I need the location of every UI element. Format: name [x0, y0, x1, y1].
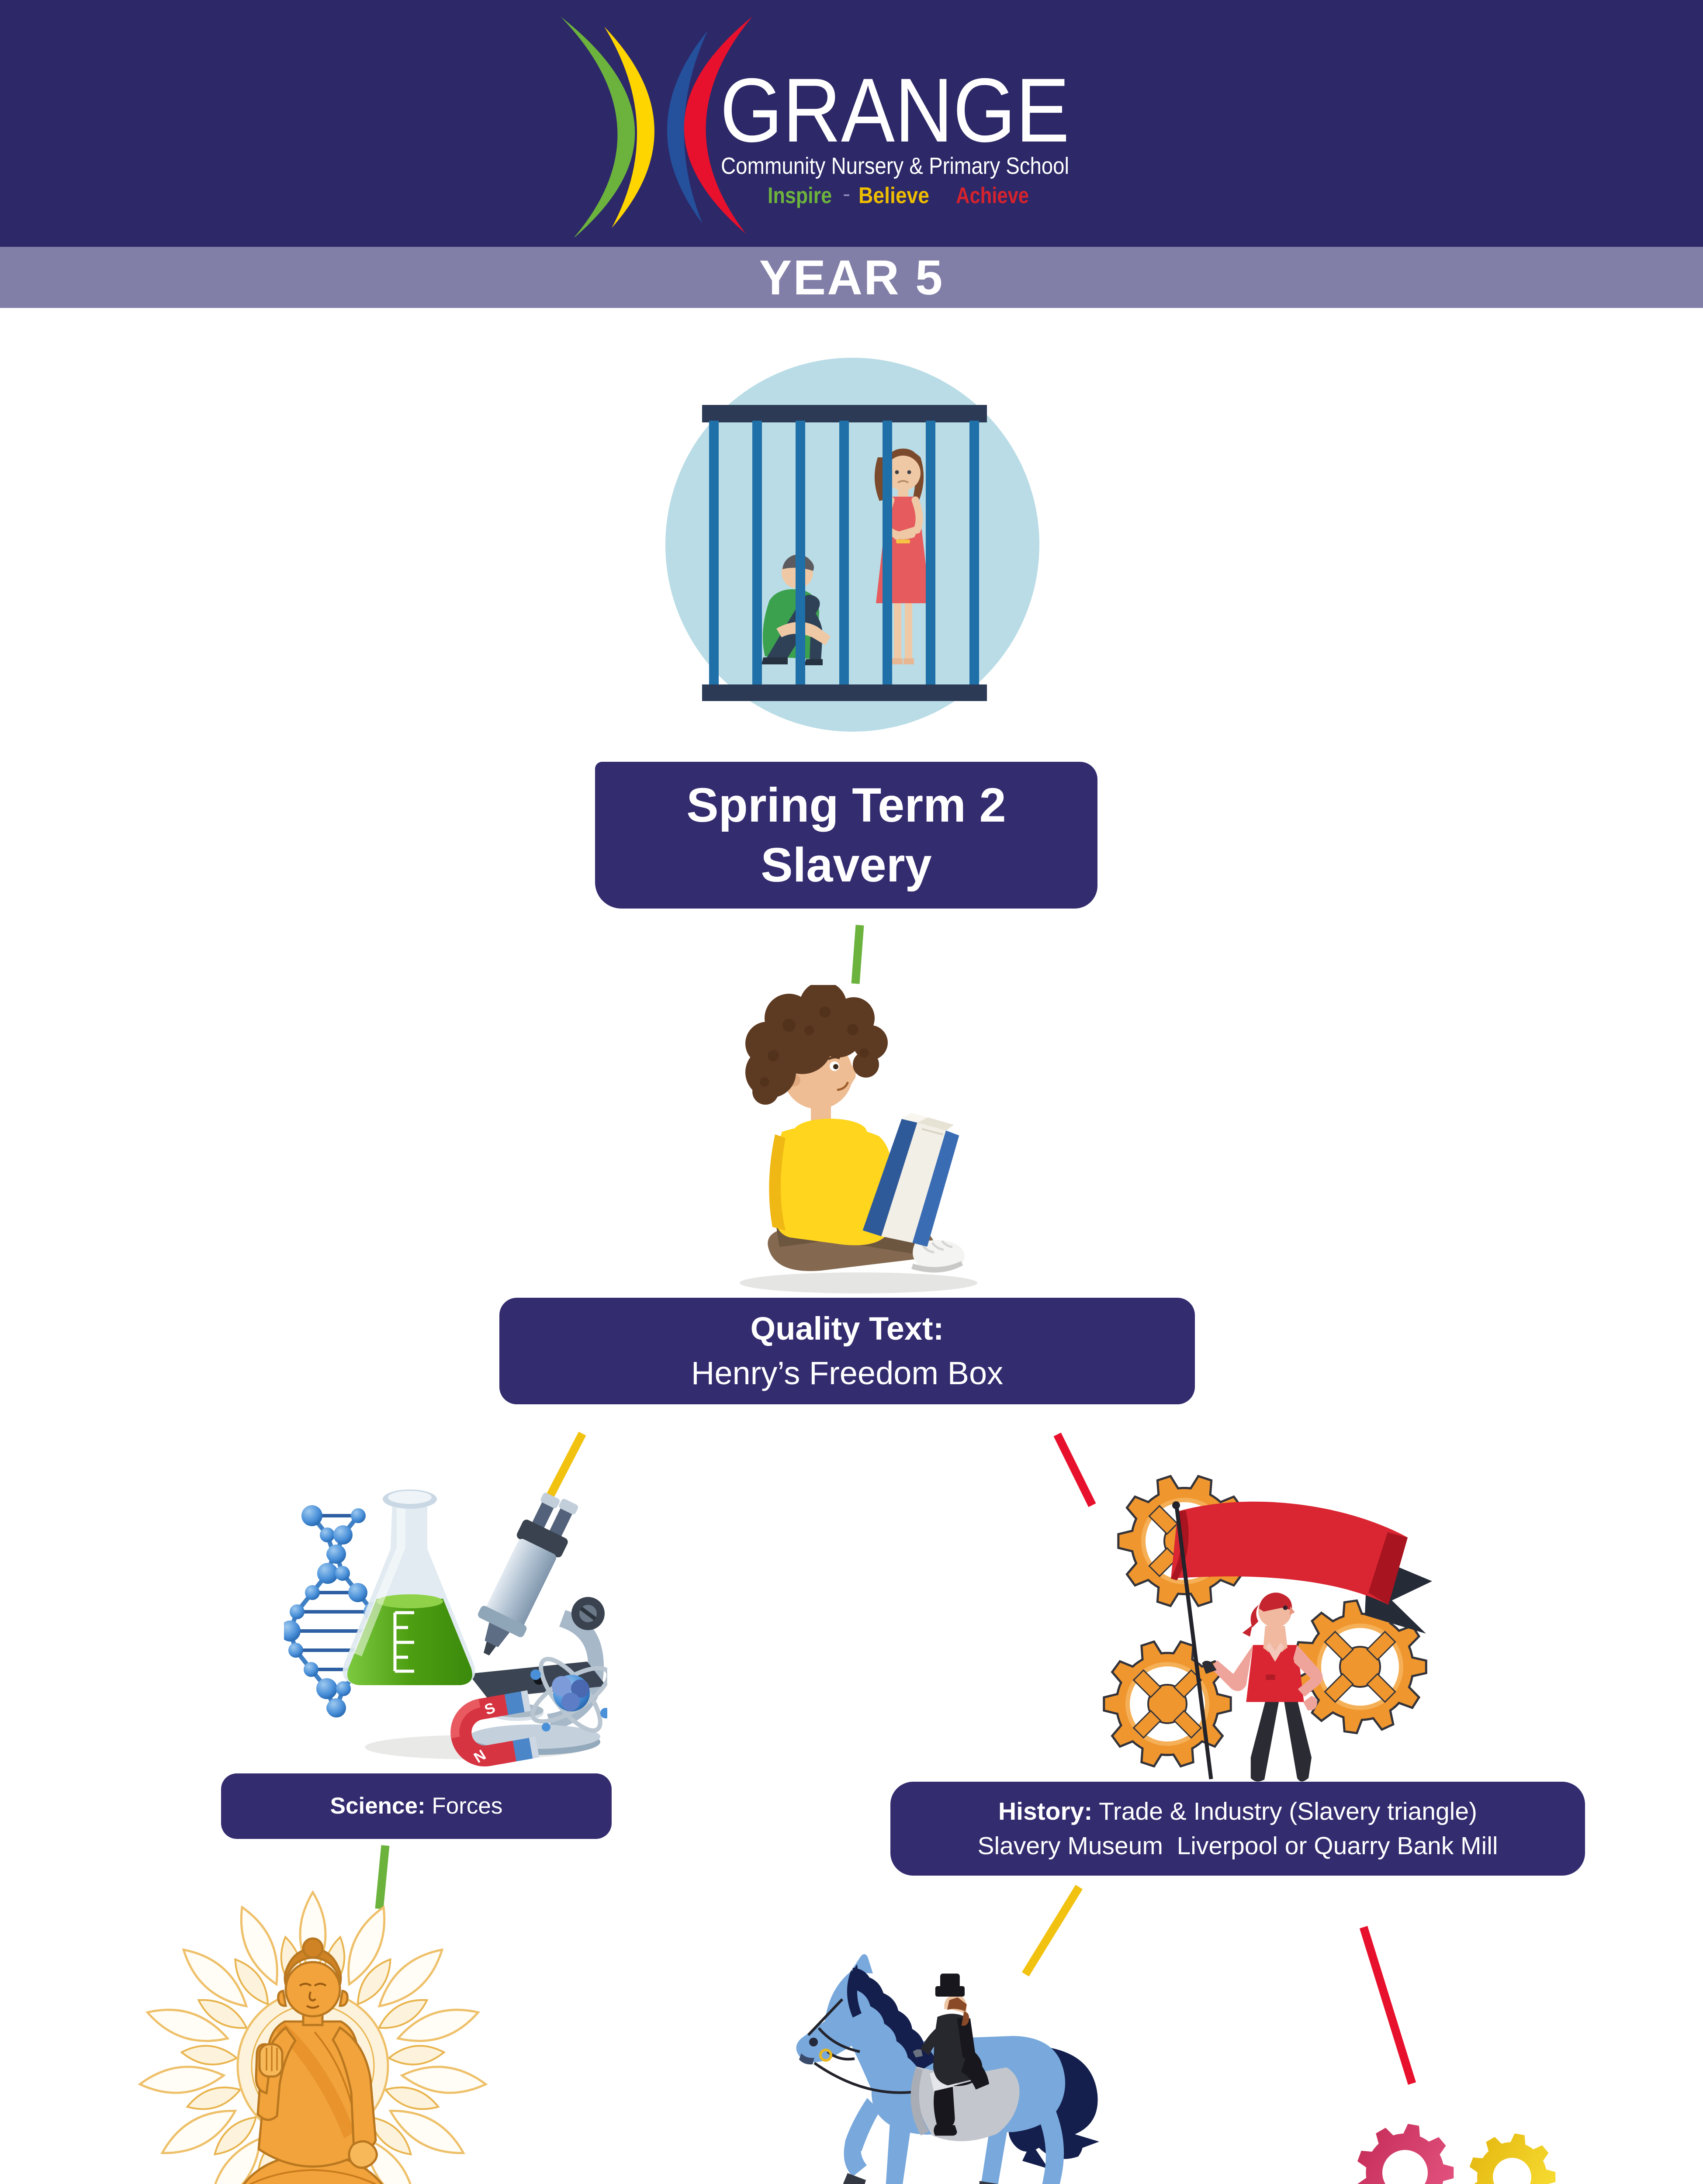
school-logo: GRANGE Community Nursery & Primary Schoo… [561, 17, 1070, 237]
motto-believe: Believe [858, 183, 929, 208]
dt-gears-icon [1357, 2124, 1556, 2184]
title-line1: Spring Term 2 [686, 778, 1006, 832]
year-label: YEAR 5 [759, 250, 944, 305]
history-label: History: [998, 1797, 1093, 1825]
logo-school-name: GRANGE [720, 60, 1070, 161]
connector-quality-history [1053, 1432, 1096, 1507]
title-line2: Slavery [761, 838, 932, 892]
flask-icon [343, 1489, 475, 1685]
page-header: GRANGE Community Nursery & Primary Schoo… [0, 0, 1703, 247]
motto-inspire: Inspire [768, 183, 832, 208]
atom-icon [530, 1657, 607, 1733]
connector-history-psche [1021, 1885, 1083, 1977]
buddha-figure [242, 1937, 383, 2184]
subject-box-history: History: Trade & Industry (Slavery trian… [890, 1782, 1585, 1876]
subject-box-science: Science: Forces [221, 1773, 612, 1839]
quality-text: Henry’s Freedom Box [691, 1355, 1004, 1391]
motto-achieve: Achieve [956, 183, 1029, 208]
connector-history-dt [1359, 1926, 1416, 2085]
history-text: Trade & Industry (Slavery triangle) [1092, 1797, 1478, 1825]
blue-horse-rider-illustration [796, 1954, 1099, 2184]
red-flag-icon [1171, 1501, 1432, 1780]
connector-title-quality [851, 925, 864, 984]
connector-quality-science [541, 1431, 586, 1508]
science-equipment-illustration: N S [284, 1489, 607, 1767]
quality-label: Quality Text: [750, 1310, 944, 1347]
subject-box-title: Spring Term 2 Slavery [595, 762, 1097, 909]
slavery-cage-illustration [665, 358, 1039, 732]
science-text: Forces [425, 1793, 503, 1819]
magnet-icon: N S [450, 1690, 540, 1767]
buddha-illustration [138, 1890, 488, 2184]
logo-subtitle: Community Nursery & Primary School [721, 153, 1069, 179]
subject-box-quality: Quality Text: Henry’s Freedom Box [499, 1298, 1195, 1404]
connector-science-re [375, 1845, 390, 1909]
book-shape [862, 1113, 959, 1247]
year-band: YEAR 5 [0, 247, 1703, 308]
science-label: Science: [330, 1793, 426, 1819]
motto-dash: - [843, 181, 850, 207]
pulleys-gears-illustration [1357, 2124, 1556, 2184]
history-line2: Slavery Museum Liverpool or Quarry Bank … [977, 1832, 1498, 1860]
horse-rider-figure [913, 1973, 989, 2136]
history-industry-illustration [1103, 1475, 1432, 1782]
reading-child-illustration [740, 985, 977, 1293]
logo-swoosh-icon [561, 17, 752, 237]
worker-woman-figure [1202, 1593, 1323, 1782]
